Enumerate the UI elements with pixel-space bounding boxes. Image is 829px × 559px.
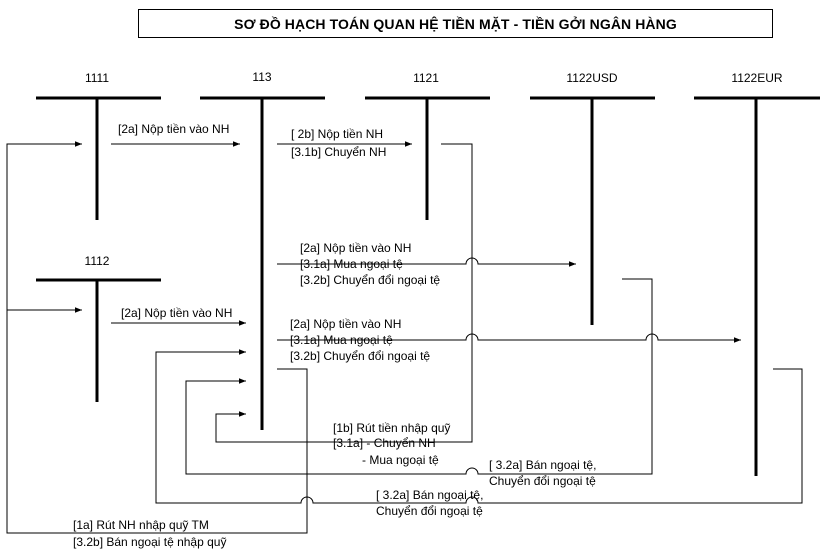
title-box: SƠ ĐỒ HẠCH TOÁN QUAN HỆ TIỀN MẶT - TIỀN … (138, 9, 773, 38)
account-label-1122eur: 1122EUR (731, 71, 782, 85)
label-3-2b-sell: [3.2b] Bán ngoại tệ nhập quỹ (73, 535, 226, 549)
t-account-1122eur: 1122EUR (694, 71, 820, 476)
label-1a-withdraw: [1a] Rút NH nhập quỹ TM (73, 518, 209, 532)
label-usd-convert: [3.2b] Chuyển đổi ngoại tệ (300, 273, 440, 287)
account-label-1122usd: 1122USD (566, 71, 617, 85)
label-1b-withdraw: [1b] Rút tiền nhập quỹ (333, 421, 450, 435)
label-3-1a-transfer: [3.1a] - Chuyển NH (333, 436, 436, 450)
label-usd-sell: [ 3.2a] Bán ngoại tệ, (489, 458, 596, 472)
account-label-1111: 1111 (85, 71, 109, 85)
label-usd-sell-convert: Chuyển đổi ngoại tệ (489, 474, 596, 488)
account-label-1112: 1112 (85, 254, 110, 268)
label-deposit-1112: [2a] Nộp tiền vào NH (121, 306, 232, 320)
flow-113-to-1111-1112 (6, 141, 308, 534)
t-account-1122usd: 1122USD (530, 71, 655, 325)
label-3-1b-transfer: [3.1b] Chuyển NH (291, 145, 386, 159)
flow-1122usd-to-113 (185, 278, 653, 475)
account-label-1121: 1121 (413, 71, 439, 85)
label-eur-sell-convert: Chuyển đổi ngoại tệ (376, 504, 483, 518)
label-eur-convert: [3.2b] Chuyển đổi ngoại tệ (290, 349, 430, 363)
t-account-113: 113 (200, 70, 325, 430)
label-eur-sell: [ 3.2a] Bán ngoại tệ, (376, 488, 483, 502)
label-deposit-1111: [2a] Nộp tiền vào NH (118, 122, 229, 136)
label-2b-deposit: [ 2b] Nộp tiền NH (291, 127, 383, 141)
label-buy-fx: - Mua ngoại tệ (362, 453, 439, 467)
label-usd-buy: [3.1a] Mua ngoại tệ (300, 257, 403, 271)
label-eur-deposit: [2a] Nộp tiền vào NH (290, 317, 401, 331)
t-account-1112: 1112 (36, 254, 161, 402)
t-account-1111: 1111 (36, 71, 161, 220)
account-label-113: 113 (252, 70, 271, 84)
flow-113-to-1122usd (277, 257, 576, 267)
flow-lines (6, 141, 803, 534)
flow-1121-to-113 (215, 143, 473, 443)
flow-113-to-1122eur (277, 333, 741, 343)
label-usd-deposit: [2a] Nộp tiền vào NH (300, 241, 411, 255)
diagram-title: SƠ ĐỒ HẠCH TOÁN QUAN HỆ TIỀN MẶT - TIỀN … (234, 15, 677, 32)
label-eur-buy: [3.1a] Mua ngoại tệ (290, 333, 393, 347)
flow-1122eur-to-113 (155, 349, 803, 504)
t-account-1121: 1121 (365, 71, 490, 220)
